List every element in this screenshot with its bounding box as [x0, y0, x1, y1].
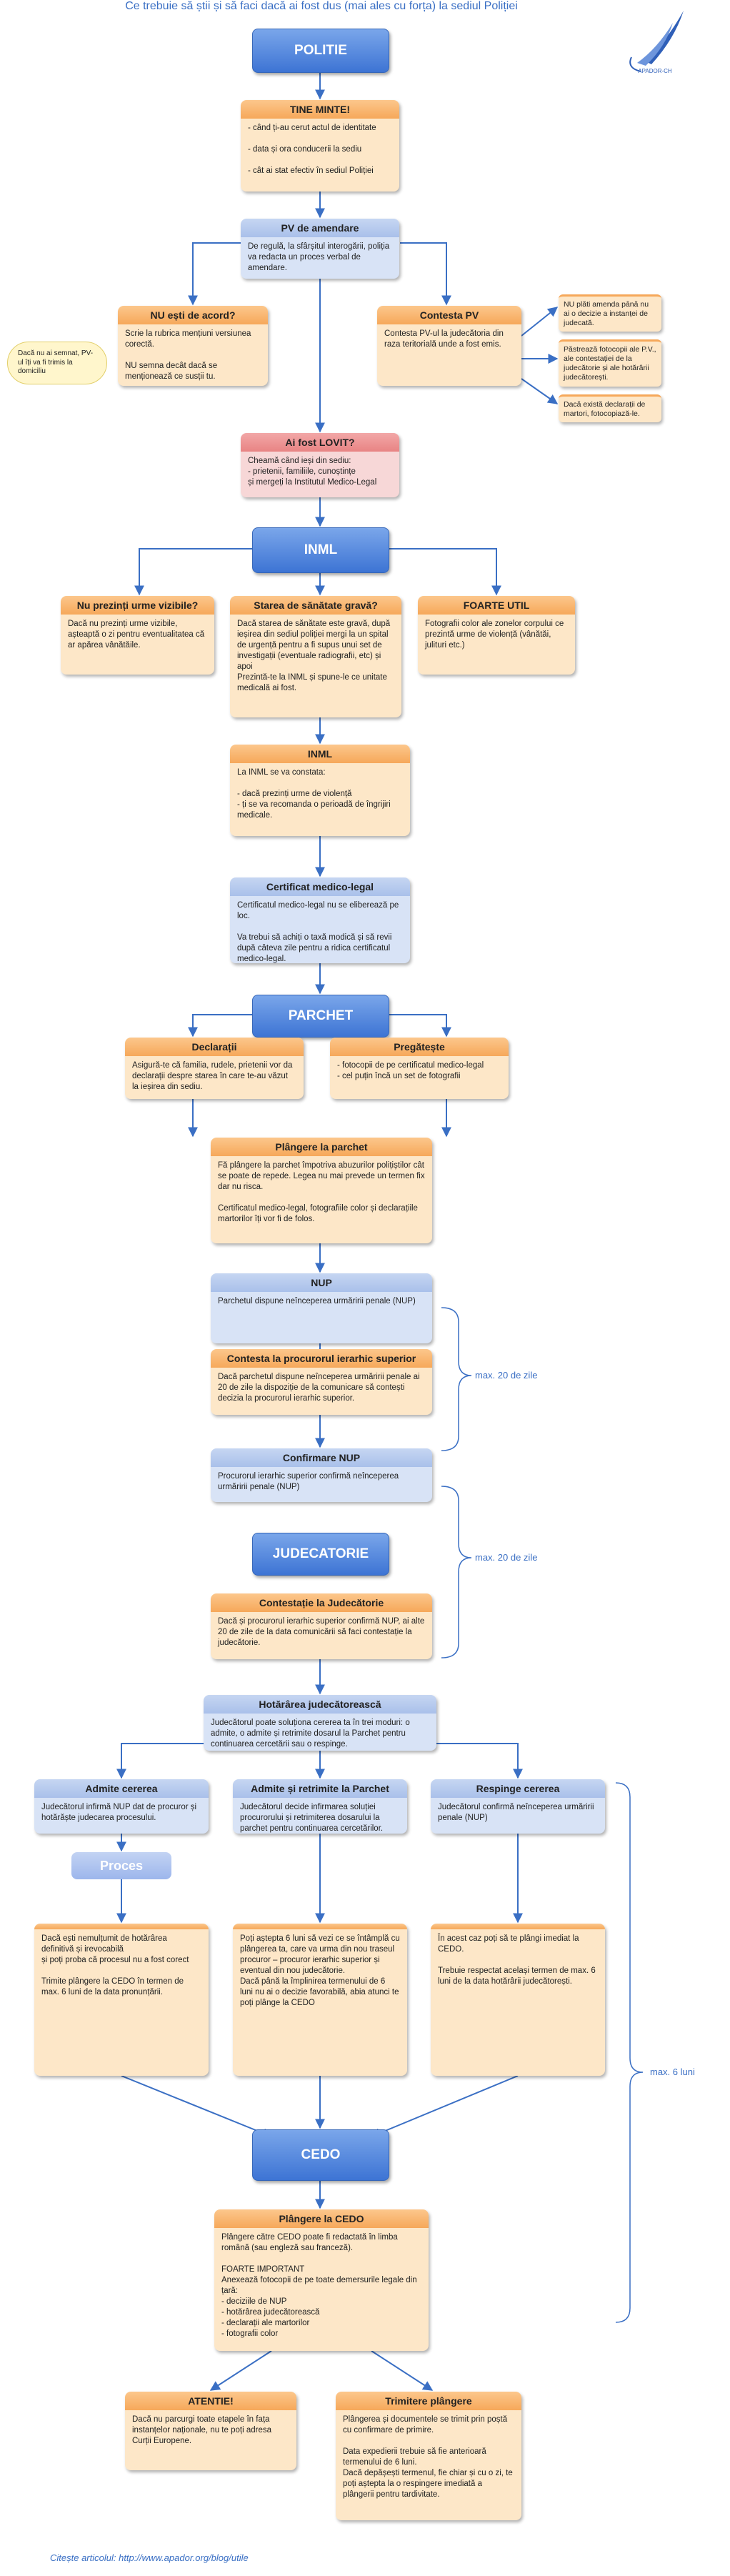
node-contesta-pv-body: Contesta PV-ul la judecătoria din raza t…: [384, 329, 504, 349]
node-contestatie-judecatorie: Contestație la Judecătorie Dacă și procu…: [211, 1593, 432, 1659]
node-respinge-title: Respinge cererea: [431, 1779, 605, 1799]
node-ai-fost-lovit: Ai fost LOVIT? Cheamă când ieși din sedi…: [241, 433, 399, 497]
node-plangere-cedo: Plângere la CEDO Plângere către CEDO poa…: [214, 2209, 429, 2351]
node-outcome-retrimite-body: Poți aștepta 6 luni să vezi ce se întâmp…: [240, 1934, 400, 2007]
node-contestatie-body: Dacă și procurorul ierarhic superior con…: [218, 1617, 425, 1648]
node-stare-grava: Starea de sănătate gravă? Dacă starea de…: [230, 596, 401, 717]
node-pregateste-title: Pregătește: [330, 1038, 509, 1057]
node-nup: NUP Parchetul dispune neînceperea urmări…: [211, 1273, 432, 1343]
node-pv-amendare: PV de amendare De regulă, la sfârșitul i…: [241, 219, 399, 279]
node-certificat-body: Certificatul medico-legal nu se eliberea…: [237, 901, 399, 963]
node-tine-minte: TINE MINTE! - când ți-au cerut actul de …: [241, 100, 399, 192]
node-inml2-title: INML: [230, 745, 410, 764]
node-contesta-pv: Contesta PV Contesta PV-ul la judecători…: [377, 306, 521, 386]
node-confirmare-body: Procurorul ierarhic superior confirmă ne…: [218, 1472, 399, 1492]
node-judecatorie: JUDECATORIE: [252, 1533, 389, 1576]
node-admite: Admite cererea Judecătorul infirmă NUP d…: [34, 1779, 209, 1834]
side-note-martori: Dacă există declarații de martori, fotoc…: [559, 394, 661, 423]
node-parchet: PARCHET: [252, 995, 389, 1038]
node-trimitere-plangere: Trimitere plângere Plângerea și document…: [336, 2392, 521, 2520]
node-outcome-admite-header: [34, 1924, 209, 1929]
node-outcome-respinge: În acest caz poți să te plângi imediat l…: [431, 1924, 605, 2076]
node-nu-acord-body: Scrie la rubrica mențiuni versiunea core…: [125, 329, 251, 381]
label-max-20-zile-2: max. 20 de zile: [475, 1552, 538, 1563]
node-tine-minte-body: - când ți-au cerut actul de identitate -…: [248, 124, 376, 175]
node-atentie: ATENTIE! Dacă nu parcurgi toate etapele …: [125, 2392, 296, 2470]
node-contesta-pv-title: Contesta PV: [377, 306, 521, 325]
node-hotararea: Hotărârea judecătorească Judecătorul poa…: [204, 1695, 436, 1751]
note-cloud: Dacă nu ai semnat, PV-ul îți va fi trimi…: [7, 342, 107, 384]
node-nu-urme-body: Dacă nu prezinți urme vizibile, așteaptă…: [68, 620, 205, 650]
node-declaratii-body: Asigură-te că familia, rudele, prietenii…: [132, 1061, 293, 1092]
footer-link[interactable]: Citește articolul: http://www.apador.org…: [50, 2552, 249, 2563]
node-inml: INML: [252, 527, 389, 573]
node-stare-body: Dacă starea de sănătate este gravă, după…: [237, 620, 391, 692]
node-plangere-cedo-body: Plângere către CEDO poate fi redactată î…: [221, 2233, 417, 2338]
node-respinge-body: Judecătorul confirmă neînceperea urmărir…: [438, 1803, 594, 1823]
node-pv-title: PV de amendare: [241, 219, 399, 238]
node-util-title: FOARTE UTIL: [418, 596, 575, 615]
node-declaratii: Declarații Asigură-te că familia, rudele…: [125, 1038, 304, 1099]
node-plangere-cedo-title: Plângere la CEDO: [214, 2209, 429, 2229]
node-respinge: Respinge cererea Judecătorul confirmă ne…: [431, 1779, 605, 1834]
node-outcome-retrimite-header: [233, 1924, 407, 1929]
node-foarte-util: FOARTE UTIL Fotografii color ale zonelor…: [418, 596, 575, 675]
node-pregateste: Pregătește - fotocopii de pe certificatu…: [330, 1038, 509, 1099]
node-outcome-admite-body: Dacă ești nemulțumit de hotărârea defini…: [41, 1934, 189, 1996]
node-outcome-respinge-header: [431, 1924, 605, 1929]
node-proces: Proces: [71, 1852, 171, 1879]
node-nu-urme-title: Nu prezinți urme vizibile?: [61, 596, 214, 615]
node-nu-acord-title: NU ești de acord?: [118, 306, 268, 325]
node-util-body: Fotografii color ale zonelor corpului ce…: [425, 620, 564, 650]
node-atentie-body: Dacă nu parcurgi toate etapele în fața i…: [132, 2415, 271, 2446]
node-plangere-body: Fă plângere la parchet împotriva abuzuri…: [218, 1161, 425, 1223]
node-pv-body: De regulă, la sfârșitul interogării, pol…: [248, 242, 390, 273]
node-outcome-respinge-body: În acest caz poți să te plângi imediat l…: [438, 1934, 596, 1986]
node-politie: POLITIE: [252, 29, 389, 73]
node-hotararea-body: Judecătorul poate soluționa cererea ta î…: [211, 1719, 410, 1749]
node-certificat-title: Certificat medico-legal: [230, 877, 410, 897]
label-max-6-luni: max. 6 luni: [650, 2067, 695, 2077]
node-plangere-parchet: Plângere la parchet Fă plângere la parch…: [211, 1138, 432, 1243]
node-lovit-body: Cheamă când ieși din sediu: - prietenii,…: [248, 457, 377, 487]
node-plangere-title: Plângere la parchet: [211, 1138, 432, 1157]
side-note-fotocopii: Păstrează fotocopii ale P.V., ale contes…: [559, 339, 661, 387]
node-contestatie-title: Contestație la Judecătorie: [211, 1593, 432, 1613]
node-nup-title: NUP: [211, 1273, 432, 1293]
side-note-amenda: NU plăti amenda până nu ai o decizie a i…: [559, 294, 661, 332]
node-retrimite: Admite și retrimite la Parchet Judecător…: [233, 1779, 407, 1834]
node-atentie-title: ATENTIE!: [125, 2392, 296, 2411]
node-declaratii-title: Declarații: [125, 1038, 304, 1057]
node-hotararea-title: Hotărârea judecătorească: [204, 1695, 436, 1714]
node-lovit-title: Ai fost LOVIT?: [241, 433, 399, 452]
node-pregateste-body: - fotocopii de pe certificatul medico-le…: [337, 1061, 484, 1081]
node-nup-body: Parchetul dispune neînceperea urmăririi …: [218, 1297, 416, 1306]
node-contesta-proc-title: Contesta la procurorul ierarhic superior: [211, 1349, 432, 1368]
node-admite-body: Judecătorul infirmă NUP dat de procuror …: [41, 1803, 197, 1823]
node-retrimite-body: Judecătorul decide infirmarea soluției p…: [240, 1803, 384, 1834]
node-retrimite-title: Admite și retrimite la Parchet: [233, 1779, 407, 1799]
logo-text: APADOR-CH: [638, 68, 672, 74]
page-title: Ce trebuie să știi și să faci dacă ai fo…: [125, 0, 518, 12]
node-trimitere-body: Plângerea și documentele se trimit prin …: [343, 2415, 513, 2499]
node-outcome-retrimite: Poți aștepta 6 luni să vezi ce se întâmp…: [233, 1924, 407, 2076]
node-confirmare-title: Confirmare NUP: [211, 1448, 432, 1468]
node-tine-minte-title: TINE MINTE!: [241, 100, 399, 119]
node-contesta-proc-body: Dacă parchetul dispune neînceperea urmăr…: [218, 1373, 420, 1403]
node-contesta-procuror: Contesta la procurorul ierarhic superior…: [211, 1349, 432, 1415]
node-nu-urme: Nu prezinți urme vizibile? Dacă nu prezi…: [61, 596, 214, 675]
node-stare-title: Starea de sănătate gravă?: [230, 596, 401, 615]
node-outcome-admite: Dacă ești nemulțumit de hotărârea defini…: [34, 1924, 209, 2076]
node-admite-title: Admite cererea: [34, 1779, 209, 1799]
node-inml-constata: INML La INML se va constata: - dacă prez…: [230, 745, 410, 836]
node-cedo: CEDO: [252, 2129, 389, 2181]
apador-logo: APADOR-CH: [629, 11, 684, 74]
node-confirmare-nup: Confirmare NUP Procurorul ierarhic super…: [211, 1448, 432, 1502]
node-trimitere-title: Trimitere plângere: [336, 2392, 521, 2411]
node-nu-esti-de-acord: NU ești de acord? Scrie la rubrica menți…: [118, 306, 268, 386]
node-certificat: Certificat medico-legal Certificatul med…: [230, 877, 410, 963]
node-inml2-body: La INML se va constata: - dacă prezinți …: [237, 768, 391, 820]
label-max-20-zile-1: max. 20 de zile: [475, 1370, 538, 1381]
